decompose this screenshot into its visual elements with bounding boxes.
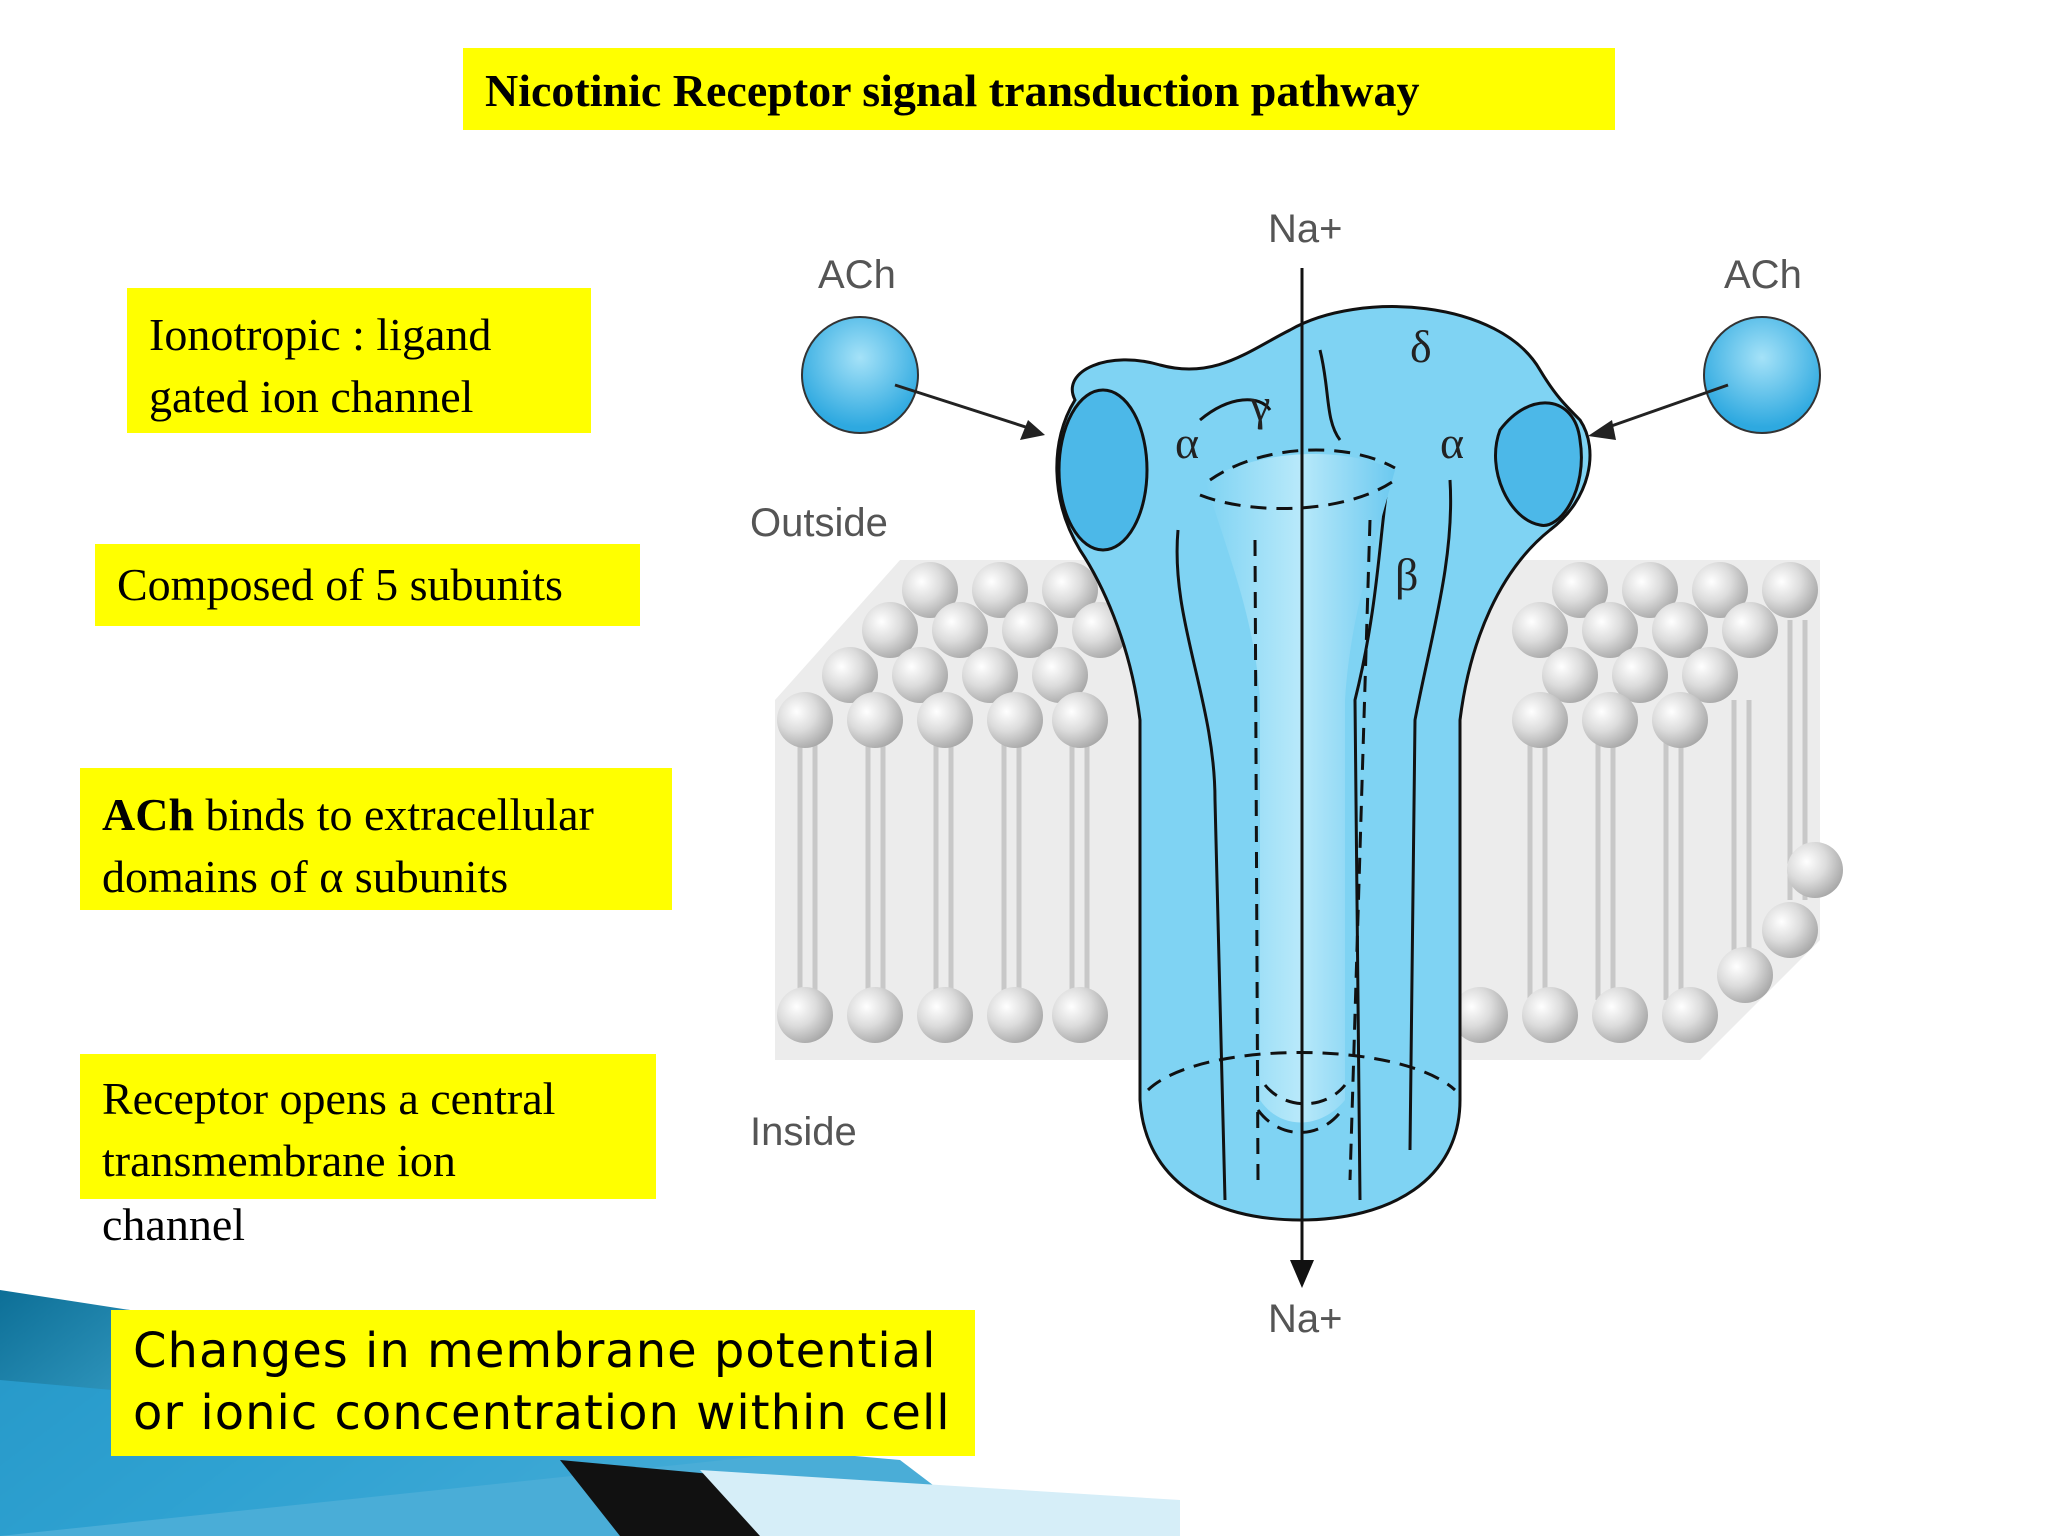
- changes-box: Changes in membrane potential or ionic c…: [111, 1310, 975, 1456]
- slide-title: Nicotinic Receptor signal transduction p…: [463, 48, 1615, 130]
- ionotropic-line-2: gated ion channel: [149, 371, 474, 422]
- ach-binding-line-1: ACh binds to extracellular: [102, 784, 672, 846]
- receptor-protein: [1055, 268, 1592, 1288]
- ionotropic-line-1: Ionotropic : ligand: [149, 309, 492, 360]
- ach-ball-right: [1703, 316, 1821, 434]
- gamma-label: γ: [1249, 379, 1270, 430]
- na-bottom-label: Na+: [1268, 1297, 1343, 1341]
- ionotropic-box: Ionotropic : ligand gated ion channel: [127, 288, 591, 433]
- receptor-opens-line-3: channel: [102, 1199, 246, 1250]
- changes-line-1: Changes in membrane potential: [133, 1323, 937, 1379]
- ach-bold-term: ACh: [102, 789, 195, 840]
- ach-binding-box: ACh binds to extracellular domains of α …: [80, 768, 672, 910]
- inside-label: Inside: [750, 1110, 857, 1154]
- receptor-opens-box: Receptor opens a central transmembrane i…: [80, 1054, 656, 1199]
- na-top-label: Na+: [1268, 207, 1343, 251]
- ach-ball-left: [801, 316, 919, 434]
- ach-left-label: ACh: [818, 253, 896, 297]
- delta-label: δ: [1410, 321, 1432, 372]
- changes-line-2: or ionic concentration within cell: [133, 1385, 951, 1441]
- arrow-left-icon: [1588, 420, 1616, 440]
- arrow-right-icon: [1020, 420, 1045, 440]
- outside-label: Outside: [750, 501, 888, 545]
- alpha-left-label: α: [1175, 417, 1199, 468]
- beta-label: β: [1395, 549, 1418, 600]
- alpha-right-label: α: [1440, 417, 1464, 468]
- receptor-opens-line-2: transmembrane ion: [102, 1135, 456, 1186]
- subunits-box: Composed of 5 subunits: [95, 544, 640, 626]
- ach-binding-line-2: domains of α subunits: [102, 851, 509, 902]
- ach-right-label: ACh: [1724, 253, 1802, 297]
- receptor-opens-line-1: Receptor opens a central: [102, 1073, 556, 1124]
- subunits-text: Composed of 5 subunits: [117, 559, 563, 610]
- ach-molecules: [801, 316, 1821, 440]
- down-arrow-icon: [1290, 1260, 1314, 1288]
- ach-binding-rest: binds to extracellular: [194, 789, 594, 840]
